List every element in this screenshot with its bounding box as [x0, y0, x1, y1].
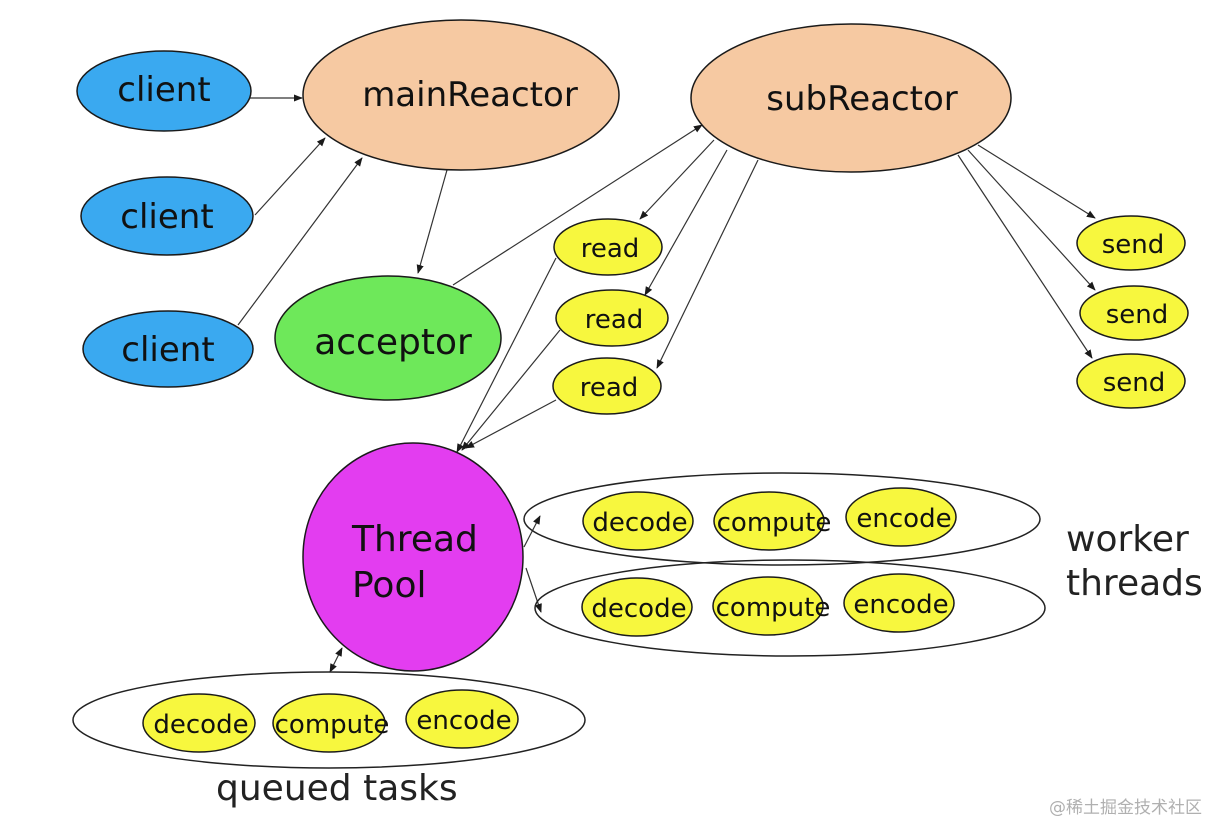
nodes: client client client mainReactor subReac… — [76, 19, 1189, 753]
edge-subreactor-send1 — [977, 144, 1096, 219]
thread-pool-node: Thread Pool — [302, 442, 524, 672]
worker-thread-group-1 — [523, 472, 1041, 566]
worker-task-2-2: compute — [712, 576, 831, 636]
queued-task-3: encode — [405, 689, 519, 749]
task-label: compute — [717, 508, 832, 538]
edge-acceptor-subreactor — [452, 124, 703, 286]
edge-subreactor-read3 — [656, 159, 759, 369]
edge-threadpool-queue — [329, 647, 343, 673]
task-label: compute — [716, 593, 831, 623]
send-node-2: send — [1079, 285, 1189, 341]
edge-mainreactor-acceptor — [416, 169, 448, 274]
edges — [236, 94, 1096, 673]
queued-tasks-group — [72, 671, 586, 769]
worker-task-2-1: decode — [581, 577, 693, 637]
read-label: read — [581, 234, 640, 264]
task-label: decode — [153, 710, 248, 740]
send-label: send — [1102, 230, 1165, 260]
worker-task-1-1: decode — [582, 491, 694, 551]
read-node-3: read — [552, 357, 662, 415]
edge-threadpool-worker2 — [525, 567, 542, 613]
acceptor-node: acceptor — [274, 275, 502, 401]
task-label: decode — [592, 508, 687, 538]
read-node-1: read — [553, 218, 663, 276]
queued-task-2: compute — [272, 693, 390, 753]
edge-subreactor-send2 — [967, 149, 1096, 291]
task-label: compute — [275, 710, 390, 740]
worker-task-2-3: encode — [843, 573, 955, 633]
task-label: encode — [416, 706, 511, 736]
client-node-1: client — [76, 50, 252, 132]
worker-threads-label-line2: threads — [1066, 563, 1203, 604]
groups — [72, 472, 1046, 769]
queued-tasks-label: queued tasks — [216, 768, 458, 809]
send-label: send — [1103, 368, 1166, 398]
read-label: read — [585, 305, 644, 335]
client-label: client — [120, 197, 213, 237]
labels: worker threads queued tasks — [216, 519, 1203, 809]
acceptor-label: acceptor — [314, 322, 472, 363]
read-node-2: read — [555, 289, 669, 347]
queued-task-1: decode — [142, 693, 256, 753]
client-node-3: client — [82, 310, 254, 388]
edge-read3-threadpool — [465, 399, 557, 449]
client-node-2: client — [80, 176, 254, 256]
worker-thread-group-2 — [534, 559, 1046, 657]
send-node-3: send — [1076, 353, 1186, 409]
sub-reactor-node: subReactor — [690, 23, 1012, 173]
edge-client3-mainreactor — [237, 157, 363, 326]
send-node-1: send — [1076, 215, 1186, 271]
edge-subreactor-read2 — [644, 149, 728, 296]
watermark: @稀土掘金技术社区 — [1049, 798, 1202, 818]
edge-threadpool-worker1 — [523, 515, 541, 548]
main-reactor-label: mainReactor — [362, 75, 578, 115]
send-label: send — [1106, 300, 1169, 330]
edge-read2-threadpool — [461, 329, 561, 451]
edge-subreactor-read1 — [639, 139, 715, 220]
thread-pool-label-line1: Thread — [351, 519, 478, 560]
read-label: read — [580, 373, 639, 403]
sub-reactor-label: subReactor — [766, 79, 958, 119]
worker-task-1-3: encode — [845, 487, 957, 547]
worker-threads-label-line1: worker — [1066, 519, 1189, 560]
main-reactor-node: mainReactor — [302, 19, 620, 171]
worker-task-1-2: compute — [713, 491, 832, 551]
task-label: decode — [591, 594, 686, 624]
client-label: client — [121, 330, 214, 370]
task-label: encode — [853, 590, 948, 620]
task-label: encode — [856, 504, 951, 534]
edge-read1-threadpool — [456, 257, 557, 453]
thread-pool-label-line2: Pool — [352, 565, 426, 606]
edge-client2-mainreactor — [254, 137, 326, 216]
edge-subreactor-send3 — [957, 154, 1093, 359]
client-label: client — [117, 70, 210, 110]
